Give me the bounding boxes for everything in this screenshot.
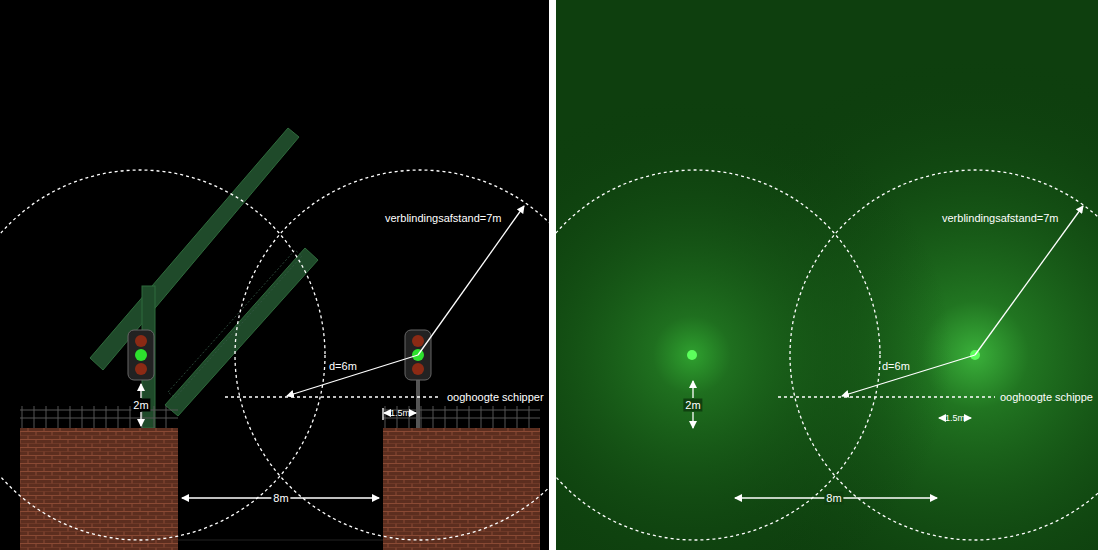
width-label: 8m <box>824 492 843 505</box>
dimension-label: verblindingsafstand=7m <box>940 212 1061 225</box>
railing-post <box>46 406 47 428</box>
railing-post <box>469 406 470 428</box>
railing-post <box>94 406 95 428</box>
width-label: 8m <box>271 492 290 505</box>
railing-post <box>82 406 83 428</box>
railing-post <box>106 406 107 428</box>
railing-post <box>385 406 386 428</box>
distance-label: d=6m <box>880 360 912 373</box>
railing-post <box>22 406 23 428</box>
railing-post <box>493 406 494 428</box>
eye-height-label: ooghoogte schipper <box>445 391 546 404</box>
railing-post <box>481 406 482 428</box>
railing-post <box>421 406 422 428</box>
eye-height-label: ooghoogte schippe <box>998 391 1095 404</box>
railing-post <box>34 406 35 428</box>
railing-post <box>445 406 446 428</box>
offset-label: 1.5m <box>388 407 412 420</box>
railing-post <box>130 406 131 428</box>
railing-post <box>433 406 434 428</box>
railing-post <box>70 406 71 428</box>
railing-post <box>166 406 167 428</box>
railing-post <box>154 406 155 428</box>
distance-label: d=6m <box>327 360 359 373</box>
railing-post <box>517 406 518 428</box>
height-label: 2m <box>131 399 150 412</box>
railing-post <box>457 406 458 428</box>
railing-post <box>58 406 59 428</box>
offset-label: 1.5m <box>943 412 967 425</box>
height-label: 2m <box>683 399 702 412</box>
railing-post <box>505 406 506 428</box>
railing-post <box>118 406 119 428</box>
dimension-label: verblindingsafstand=7m <box>383 212 504 225</box>
railing-post <box>529 406 530 428</box>
